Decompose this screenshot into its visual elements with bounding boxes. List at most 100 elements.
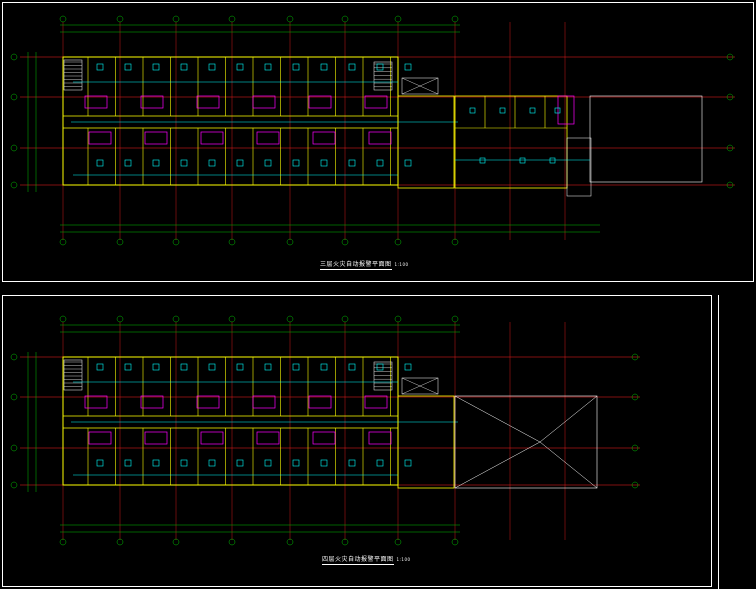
bathroom-fixture (256, 431, 280, 445)
smoke-detector-icon (376, 63, 384, 71)
axis-bubble (394, 315, 402, 323)
axis-bubble (451, 315, 459, 323)
stair-left (63, 59, 83, 91)
smoke-detector-icon (348, 63, 356, 71)
smoke-detector-icon (264, 63, 272, 71)
smoke-detector-icon (236, 459, 244, 467)
smoke-detector-icon (320, 363, 328, 371)
plan-3-caption-text: 三层火灾自动报警平面图 (320, 261, 392, 270)
smoke-detector-icon (264, 459, 272, 467)
smoke-detector-icon (554, 107, 561, 114)
smoke-detector-icon (96, 159, 104, 167)
smoke-detector-icon (208, 159, 216, 167)
axis-bubble (451, 538, 459, 546)
bathroom-fixture (364, 395, 388, 409)
smoke-detector-icon (348, 459, 356, 467)
axis-bubble (172, 315, 180, 323)
smoke-detector-icon (96, 363, 104, 371)
bathroom-fixture (200, 431, 224, 445)
stair-right (373, 61, 393, 91)
smoke-detector-icon (549, 157, 556, 164)
axis-bubble (286, 315, 294, 323)
axis-bubble (726, 144, 734, 152)
smoke-detector-icon (208, 363, 216, 371)
smoke-detector-icon (292, 459, 300, 467)
smoke-detector-icon (96, 63, 104, 71)
smoke-detector-icon (152, 63, 160, 71)
equipment-room (401, 77, 439, 95)
smoke-detector-icon (376, 459, 384, 467)
bathroom-fixture (252, 395, 276, 409)
roof-ridge (454, 441, 541, 489)
axis-bubble (10, 93, 18, 101)
axis-bubble (726, 53, 734, 61)
bathroom-fixture (364, 95, 388, 109)
bathroom-fixture (312, 131, 336, 145)
axis-bubble (394, 238, 402, 246)
bathroom-fixture (200, 131, 224, 145)
axis-bubble (394, 538, 402, 546)
smoke-detector-icon (124, 159, 132, 167)
axis-bubble (394, 15, 402, 23)
bathroom-fixture (196, 395, 220, 409)
axis-bubble (172, 538, 180, 546)
smoke-detector-icon (208, 63, 216, 71)
axis-bubble (726, 181, 734, 189)
axis-bubble (228, 238, 236, 246)
smoke-detector-icon (124, 459, 132, 467)
exterior-wall (62, 356, 399, 486)
axis-bubble (116, 315, 124, 323)
axis-bubble (341, 238, 349, 246)
smoke-detector-icon (529, 107, 536, 114)
axis-bubble (631, 353, 639, 361)
exterior-wall (62, 56, 399, 186)
axis-bubble (341, 538, 349, 546)
east-wing (454, 95, 568, 189)
axis-bubble (451, 15, 459, 23)
axis-bubble (286, 538, 294, 546)
smoke-detector-icon (376, 363, 384, 371)
axis-bubble (341, 15, 349, 23)
bathroom-fixture (140, 95, 164, 109)
bathroom-fixture (256, 131, 280, 145)
bathroom-fixture (84, 95, 108, 109)
smoke-detector-icon (208, 459, 216, 467)
smoke-detector-icon (469, 107, 476, 114)
axis-bubble (10, 481, 18, 489)
axis-bubble (631, 393, 639, 401)
title-block-divider (718, 295, 719, 589)
axis-bubble (116, 538, 124, 546)
smoke-detector-icon (292, 159, 300, 167)
smoke-detector-icon (124, 63, 132, 71)
smoke-detector-icon (499, 107, 506, 114)
smoke-detector-icon (152, 363, 160, 371)
plan-4-caption-text: 四层火灾自动报警平面图 (322, 556, 394, 565)
axis-bubble (10, 393, 18, 401)
axis-bubble (228, 538, 236, 546)
smoke-detector-icon (348, 159, 356, 167)
axis-bubble (341, 315, 349, 323)
smoke-detector-icon (404, 159, 412, 167)
axis-bubble (10, 53, 18, 61)
roof-ridge (539, 395, 598, 443)
axis-bubble (59, 238, 67, 246)
smoke-detector-icon (320, 63, 328, 71)
axis-bubble (726, 93, 734, 101)
bathroom-fixture (308, 395, 332, 409)
plan-4-scale: 1:100 (396, 557, 411, 562)
axis-bubble (228, 15, 236, 23)
side-hall (397, 95, 455, 189)
bathroom-fixture (88, 431, 112, 445)
axis-bubble (631, 481, 639, 489)
axis-bubble (286, 15, 294, 23)
smoke-detector-icon (320, 159, 328, 167)
smoke-detector-icon (236, 159, 244, 167)
bathroom-fixture (368, 431, 392, 445)
bathroom-fixture (144, 431, 168, 445)
roof-area (589, 95, 703, 183)
axis-bubble (10, 353, 18, 361)
smoke-detector-icon (152, 459, 160, 467)
